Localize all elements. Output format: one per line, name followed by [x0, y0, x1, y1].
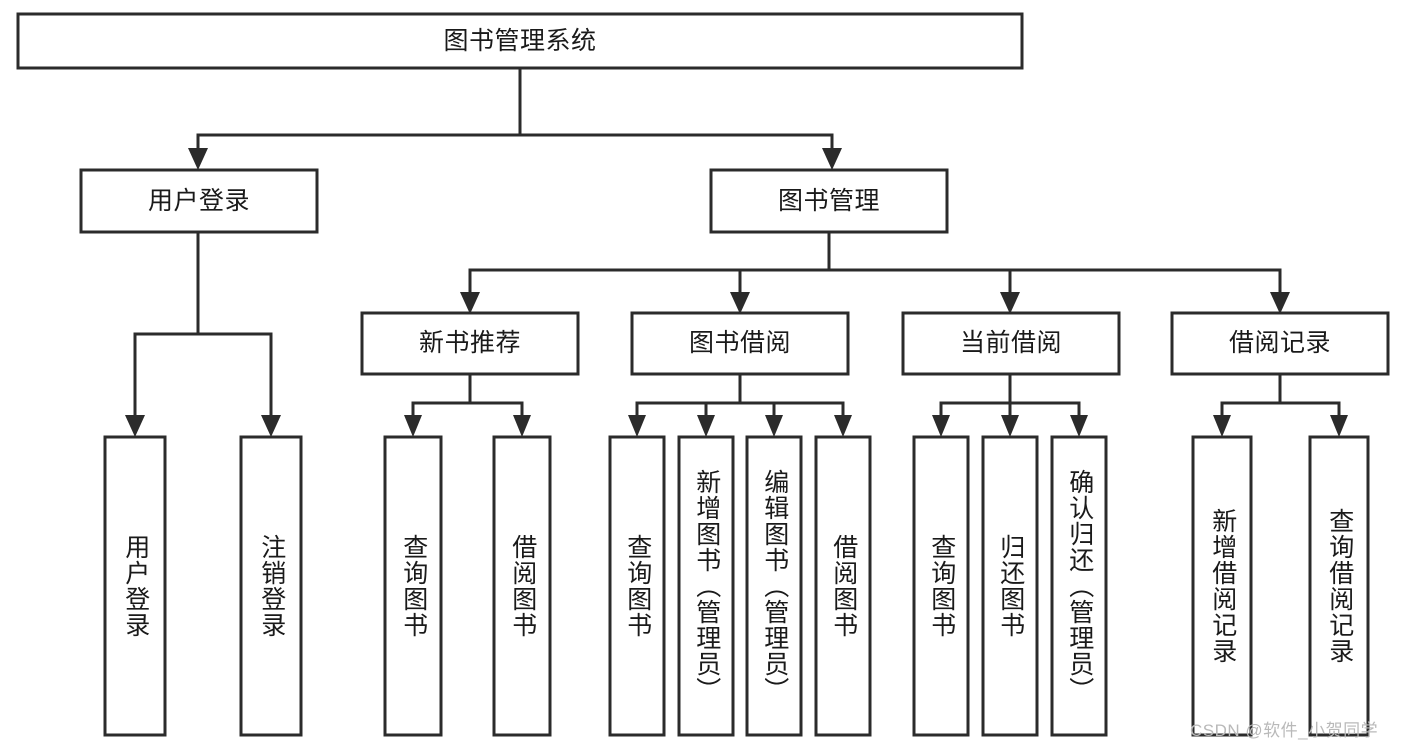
node-box-leaf-query-book-3[interactable]	[912, 435, 970, 737]
node-box-book-borrow[interactable]	[630, 311, 850, 376]
node-box-current-borrow[interactable]	[901, 311, 1121, 376]
node-box-leaf-edit-book[interactable]	[745, 435, 803, 737]
arrow-head-user-login	[188, 148, 208, 170]
node-box-leaf-add-book[interactable]	[677, 435, 735, 737]
arrow-head-leaf-borrow-book-1	[513, 415, 531, 437]
arrow-head-leaf-query-record	[1330, 415, 1348, 437]
node-box-leaf-confirm-return[interactable]	[1050, 435, 1108, 737]
node-box-leaf-query-record[interactable]	[1308, 435, 1370, 737]
arrow-head-leaf-logout	[261, 415, 281, 437]
node-box-leaf-borrow-book-1[interactable]	[492, 435, 552, 737]
arrow-head-leaf-add-book	[697, 415, 715, 437]
arrow-head-new-book-recommend	[460, 292, 480, 314]
node-box-leaf-return-book[interactable]	[981, 435, 1039, 737]
arrow-head-leaf-borrow-book-2	[834, 415, 852, 437]
arrow-head-book-borrow	[730, 292, 750, 314]
node-box-leaf-query-book-1[interactable]	[383, 435, 443, 737]
connector-layer	[125, 66, 1348, 437]
node-box-layer	[16, 12, 1390, 737]
node-box-leaf-user-login[interactable]	[103, 435, 167, 737]
arrow-head-leaf-user-login	[125, 415, 145, 437]
arrow-head-leaf-edit-book	[765, 415, 783, 437]
arrow-head-leaf-query-book-3	[932, 415, 950, 437]
arrow-head-book-manage	[822, 148, 842, 170]
node-box-borrow-record[interactable]	[1170, 311, 1390, 376]
arrow-head-leaf-confirm-return	[1070, 415, 1088, 437]
node-box-leaf-logout[interactable]	[239, 435, 303, 737]
node-box-book-manage[interactable]	[709, 168, 949, 234]
node-box-leaf-add-record[interactable]	[1191, 435, 1253, 737]
arrow-head-leaf-query-book-2	[628, 415, 646, 437]
arrow-head-leaf-return-book	[1001, 415, 1019, 437]
node-box-user-login[interactable]	[79, 168, 319, 234]
arrow-head-leaf-add-record	[1213, 415, 1231, 437]
arrow-head-leaf-query-book-1	[404, 415, 422, 437]
arrow-head-current-borrow	[1000, 292, 1020, 314]
node-box-leaf-query-book-2[interactable]	[608, 435, 666, 737]
node-box-leaf-borrow-book-2[interactable]	[814, 435, 872, 737]
node-box-new-book-recommend[interactable]	[360, 311, 580, 376]
node-box-root[interactable]	[16, 12, 1024, 70]
arrow-head-borrow-record	[1270, 292, 1290, 314]
